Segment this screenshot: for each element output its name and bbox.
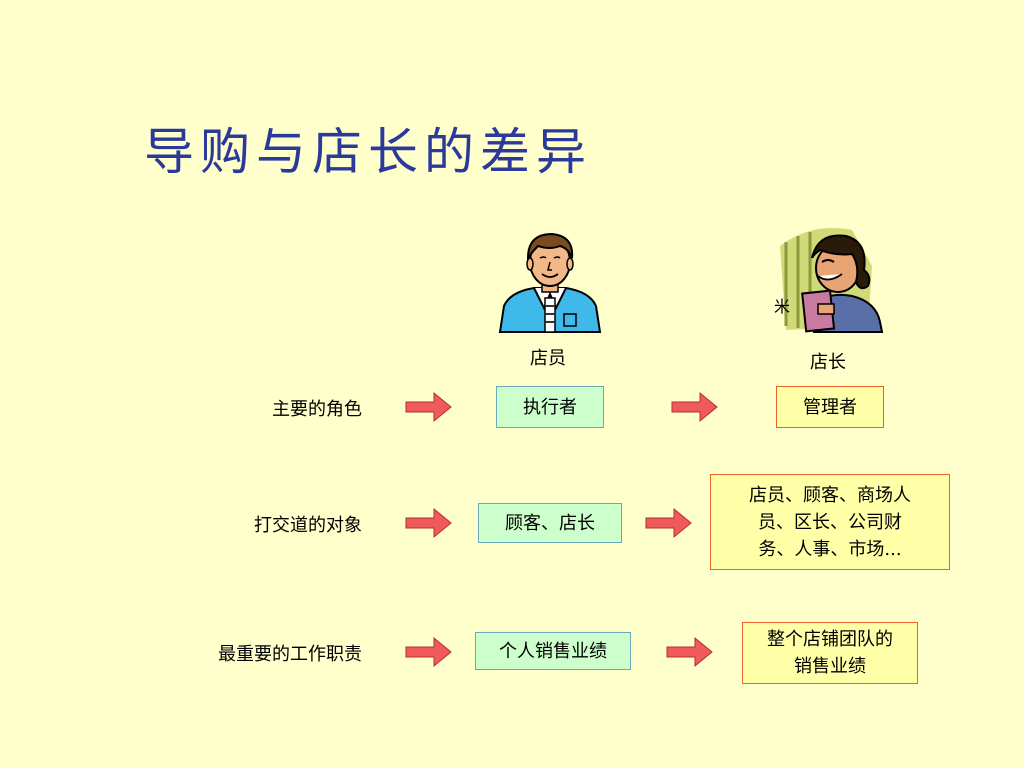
arrow-right-icon xyxy=(666,636,713,668)
clerk-duty-box: 个人销售业绩 xyxy=(475,632,631,670)
arrow-right-icon xyxy=(405,391,452,423)
manager-contacts-line: 员、区长、公司财 xyxy=(758,511,902,533)
arrow-right-icon xyxy=(645,507,692,539)
row-label-contacts: 打交道的对象 xyxy=(254,515,362,536)
manager-contacts-box: 店员、顾客、商场人 员、区长、公司财 务、人事、市场... xyxy=(710,474,950,570)
arrow-right-icon xyxy=(405,636,452,668)
page-title: 导购与店长的差异 xyxy=(144,123,592,181)
clerk-label: 店员 xyxy=(530,348,566,369)
manager-role-box: 管理者 xyxy=(776,386,884,428)
manager-duty-line: 整个店铺团队的 xyxy=(767,629,893,650)
manager-label: 店长 xyxy=(810,352,846,373)
manager-contacts-line: 店员、顾客、商场人 xyxy=(749,484,911,506)
clerk-role-box: 执行者 xyxy=(496,386,604,428)
row-label-duty: 最重要的工作职责 xyxy=(218,644,362,665)
male-clerk-figure-icon xyxy=(498,232,602,333)
manager-duty-line: 销售业绩 xyxy=(794,656,866,677)
svg-text:米: 米 xyxy=(774,297,790,316)
female-manager-figure-icon: 米 xyxy=(774,228,884,333)
manager-duty-box: 整个店铺团队的 销售业绩 xyxy=(742,622,918,684)
arrow-right-icon xyxy=(405,507,452,539)
arrow-right-icon xyxy=(671,391,718,423)
manager-contacts-line: 务、人事、市场... xyxy=(758,538,902,560)
row-label-role: 主要的角色 xyxy=(272,399,362,420)
clerk-contacts-box: 顾客、店长 xyxy=(478,503,622,543)
